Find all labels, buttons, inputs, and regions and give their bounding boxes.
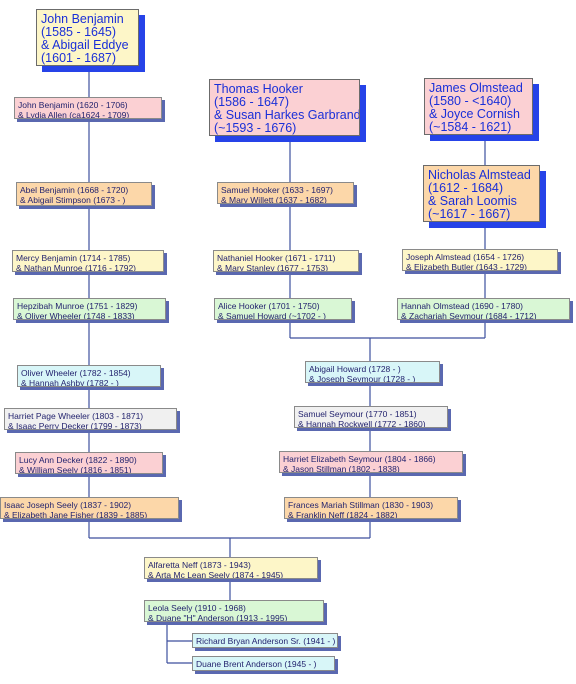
- person-box: Mercy Benjamin (1714 - 1785) & Nathan Mu…: [12, 250, 164, 272]
- person-name: John Benjamin (1620 - 1706): [18, 100, 128, 110]
- ancestor-olmstead-dates: (1580 - <1640): [429, 94, 512, 108]
- person-box: Lucy Ann Decker (1822 - 1890) & William …: [15, 452, 163, 474]
- child-box: Richard Bryan Anderson Sr. (1941 - ): [192, 633, 338, 648]
- ancestor-almstead-dates: (1612 - 1684): [428, 181, 504, 195]
- person-name: Alfaretta Neff (1873 - 1943): [148, 560, 251, 570]
- spouse-name: & Elizabeth Jane Fisher (1839 - 1885): [4, 510, 148, 519]
- spouse-name: & Isaac Perry Decker (1799 - 1873): [8, 421, 142, 430]
- person-name: Nathaniel Hooker (1671 - 1711): [217, 253, 336, 263]
- ancestor-hooker-spouse-dates: (~1593 - 1676): [214, 121, 297, 135]
- person-box: Harriet Elizabeth Seymour (1804 - 1866) …: [279, 451, 463, 473]
- person-box: Frances Mariah Stillman (1830 - 1903) & …: [284, 497, 458, 519]
- person-name: Hepzibah Munroe (1751 - 1829): [17, 301, 138, 311]
- person-box: Abel Benjamin (1668 - 1720) & Abigail St…: [16, 182, 152, 206]
- person-name: Abel Benjamin (1668 - 1720): [20, 185, 129, 195]
- spouse-name: & Hannah Ashby (1782 - ): [21, 378, 119, 387]
- person-name: Alice Hooker (1701 - 1750): [218, 301, 320, 311]
- spouse-name: & Franklin Neff (1824 - 1882): [288, 510, 398, 519]
- ancestor-benjamin-spouse: & Abigail Eddye: [41, 38, 129, 52]
- person-name: Oliver Wheeler (1782 - 1854): [21, 368, 131, 378]
- spouse-name: & Jason Stillman (1802 - 1838): [283, 464, 400, 473]
- person-box: Oliver Wheeler (1782 - 1854) & Hannah As…: [17, 365, 161, 387]
- ancestor-olmstead-spouse-dates: (~1584 - 1621): [429, 120, 512, 134]
- person-box: Hannah Olmstead (1690 - 1780) & Zacharia…: [397, 298, 570, 320]
- ancestor-almstead: Nicholas Almstead (1612 - 1684) & Sarah …: [423, 165, 540, 222]
- ancestor-hooker-spouse: & Susan Harkes Garbrand: [214, 108, 360, 122]
- spouse-name: & Samuel Howard (~1702 - ): [218, 311, 326, 320]
- person-box: Samuel Seymour (1770 - 1851) & Hannah Ro…: [294, 406, 448, 428]
- spouse-name: & Mary Stanley (1677 - 1753): [217, 263, 329, 272]
- person-name: Frances Mariah Stillman (1830 - 1903): [288, 500, 434, 510]
- ancestor-benjamin: John Benjamin (1585 - 1645) & Abigail Ed…: [36, 9, 139, 66]
- person-box: John Benjamin (1620 - 1706) & Lydia Alle…: [14, 97, 162, 119]
- person-name: Harriet Page Wheeler (1803 - 1871): [8, 411, 144, 421]
- spouse-name: & Mary Willett (1637 - 1682): [221, 195, 327, 204]
- spouse-name: & Joseph Seymour (1728 - ): [309, 374, 416, 383]
- ancestor-almstead-spouse-dates: (~1617 - 1667): [428, 207, 511, 221]
- person-name: Leola Seely (1910 - 1968): [148, 603, 246, 613]
- ancestor-hooker: Thomas Hooker (1586 - 1647) & Susan Hark…: [209, 79, 360, 136]
- person-box: Leola Seely (1910 - 1968) & Duane "H" An…: [144, 600, 324, 622]
- person-name: Isaac Joseph Seely (1837 - 1902): [4, 500, 132, 510]
- ancestor-olmstead: James Olmstead (1580 - <1640) & Joyce Co…: [424, 78, 533, 135]
- person-name: Lucy Ann Decker (1822 - 1890): [19, 455, 137, 465]
- person-name: Mercy Benjamin (1714 - 1785): [16, 253, 131, 263]
- ancestor-olmstead-name: James Olmstead: [429, 81, 523, 95]
- person-name: Harriet Elizabeth Seymour (1804 - 1866): [283, 454, 436, 464]
- person-name: Samuel Seymour (1770 - 1851): [298, 409, 417, 419]
- child-name: Duane Brent Anderson (1945 - ): [196, 659, 317, 669]
- ancestor-olmstead-spouse: & Joyce Cornish: [429, 107, 521, 121]
- ancestor-benjamin-spouse-dates: (1601 - 1687): [41, 51, 117, 65]
- person-box: Nathaniel Hooker (1671 - 1711) & Mary St…: [213, 250, 359, 272]
- spouse-name: & Oliver Wheeler (1748 - 1833): [17, 311, 135, 320]
- person-name: Samuel Hooker (1633 - 1697): [221, 185, 333, 195]
- person-box: Samuel Hooker (1633 - 1697) & Mary Wille…: [217, 182, 354, 204]
- child-box: Duane Brent Anderson (1945 - ): [192, 656, 335, 671]
- spouse-name: & Duane "H" Anderson (1913 - 1995): [148, 613, 288, 622]
- person-box: Abigail Howard (1728 - ) & Joseph Seymou…: [305, 361, 440, 383]
- person-box: Harriet Page Wheeler (1803 - 1871) & Isa…: [4, 408, 177, 430]
- ancestor-hooker-dates: (1586 - 1647): [214, 95, 290, 109]
- ancestor-benjamin-dates: (1585 - 1645): [41, 25, 117, 39]
- spouse-name: & Arta Mc Lean Seely (1874 - 1945): [148, 570, 284, 579]
- spouse-name: & Elizabeth Butler (1643 - 1729): [406, 262, 527, 271]
- spouse-name: & Abigail Stimpson (1673 - ): [20, 195, 126, 205]
- person-box: Isaac Joseph Seely (1837 - 1902) & Eliza…: [0, 497, 179, 519]
- person-name: Abigail Howard (1728 - ): [309, 364, 401, 374]
- ancestor-benjamin-name: John Benjamin: [41, 12, 124, 26]
- ancestor-almstead-spouse: & Sarah Loomis: [428, 194, 517, 208]
- spouse-name: & Lydia Allen (ca1624 - 1709): [18, 110, 130, 119]
- person-box: Alice Hooker (1701 - 1750) & Samuel Howa…: [214, 298, 352, 320]
- child-name: Richard Bryan Anderson Sr. (1941 - ): [196, 636, 336, 646]
- spouse-name: & Hannah Rockwell (1772 - 1860): [298, 419, 426, 428]
- person-name: Joseph Almstead (1654 - 1726): [406, 252, 525, 262]
- ancestor-hooker-name: Thomas Hooker: [214, 82, 303, 96]
- spouse-name: & Zachariah Seymour (1684 - 1712): [401, 311, 537, 320]
- person-box: Hepzibah Munroe (1751 - 1829) & Oliver W…: [13, 298, 166, 320]
- spouse-name: & Nathan Munroe (1716 - 1792): [16, 263, 137, 272]
- person-box: Alfaretta Neff (1873 - 1943) & Arta Mc L…: [144, 557, 318, 579]
- spouse-name: & William Seely (1816 - 1851): [19, 465, 132, 474]
- ancestor-almstead-name: Nicholas Almstead: [428, 168, 531, 182]
- person-name: Hannah Olmstead (1690 - 1780): [401, 301, 523, 311]
- person-box: Joseph Almstead (1654 - 1726) & Elizabet…: [402, 249, 558, 271]
